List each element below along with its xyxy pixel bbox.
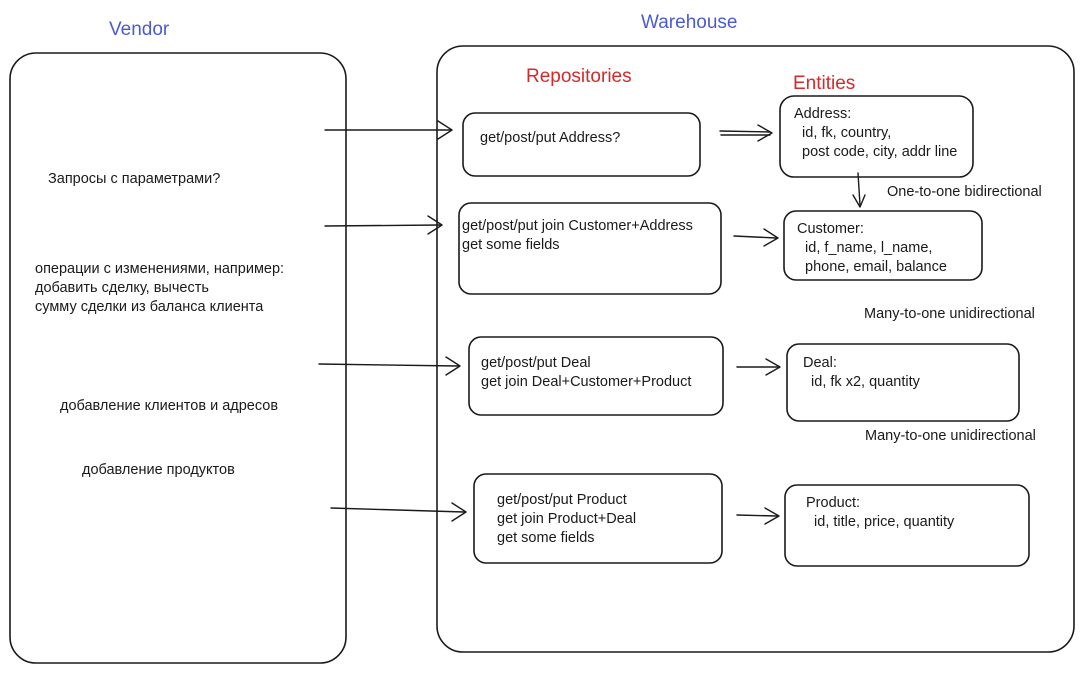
repo-box-product [473,473,723,564]
entity-deal-text: Deal: id, fk x2, quantity [803,355,920,390]
vendor-note-query-params: Запросы с параметрами? [48,171,221,187]
arrow-product-repo-to-entity [736,507,780,525]
vendor-container [9,52,347,664]
arrow-vendor-to-product-repo [330,502,467,522]
repo-box-deal [468,336,724,416]
entity-box-product [784,484,1030,567]
entity-address-text: Address: id, fk, country, post code, cit… [794,106,958,160]
entity-box-deal [786,343,1020,422]
entities-title: Entities [793,73,856,94]
warehouse-title: Warehouse [641,12,738,33]
arrow-deal-repo-to-entity [736,358,781,376]
entity-customer-text: Customer: id, f_name, l_name, phone, ema… [797,221,947,275]
vendor-note-add-customers: добавление клиентов и адресов [60,398,279,414]
repo-deal-text: get/post/put Deal get join Deal+Customer… [481,355,692,390]
arrow-vendor-to-address-repo [324,120,453,140]
repo-product-text: get/post/put Product get join Product+De… [497,492,637,546]
vendor-title: Vendor [109,19,170,40]
entity-box-address [779,95,974,178]
vendor-note-modifying-ops: операции с изменениями, например: добави… [35,261,285,315]
entity-box-customer [783,210,983,281]
relation-customer-deal: Many-to-one unidirectional [864,306,1035,322]
arrow-vendor-to-deal-repo [318,356,461,376]
repo-box-customer [458,202,722,295]
relation-deal-product: Many-to-one unidirectional [865,428,1036,444]
arrow-address-to-customer [852,172,866,208]
repo-box-address [462,112,701,177]
repo-address-text: get/post/put Address? [480,130,621,146]
warehouse-container [436,45,1075,653]
arrow-vendor-to-customer-repo [324,215,443,235]
arrow-address-repo-to-entity [719,124,773,142]
entity-product-text: Product: id, title, price, quantity [806,495,955,530]
repo-customer-text: get/post/put join Customer+Address get s… [462,218,693,253]
relation-address-customer: One-to-one bidirectional [887,184,1042,200]
vendor-note-add-products: добавление продуктов [82,462,235,478]
repositories-title: Repositories [526,66,632,87]
arrow-customer-repo-to-entity [733,228,779,247]
